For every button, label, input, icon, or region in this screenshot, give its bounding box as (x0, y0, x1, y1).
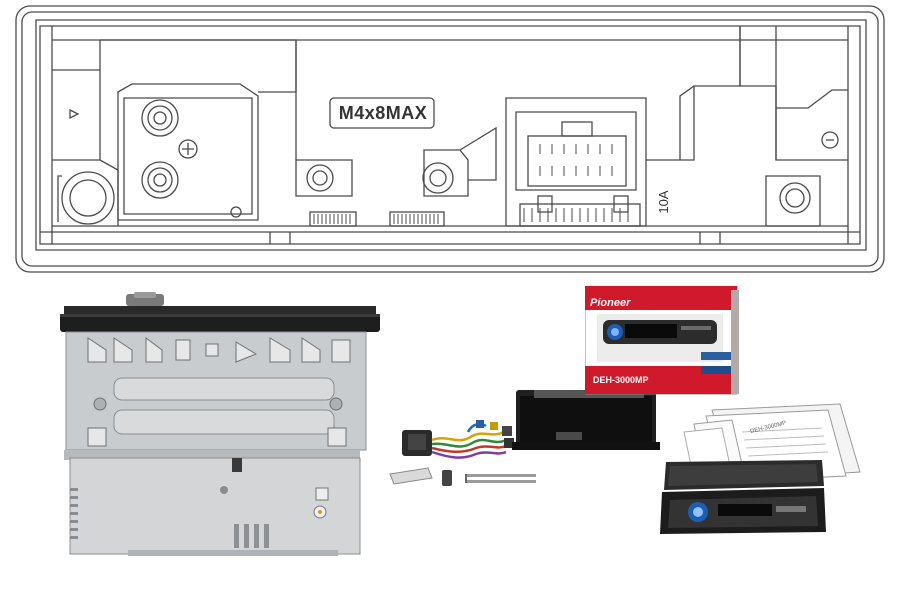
label-plate (329, 97, 435, 129)
diagram-outer-frame (15, 5, 885, 273)
rear-panel-diagram (15, 5, 885, 273)
screw-boss-left (306, 164, 334, 192)
rca-panel (117, 83, 259, 221)
rear-heatsink-block (69, 457, 361, 555)
ground-screw (178, 139, 198, 159)
fuse-rating-label: 10A (656, 190, 671, 214)
connector-comb-right (389, 211, 445, 227)
head-unit-photo (512, 390, 660, 450)
wiring-harness-photo (389, 420, 536, 486)
mounting-bracket (389, 467, 433, 485)
faceplate-case-photo (660, 460, 826, 534)
rca-jack-upper (141, 99, 179, 137)
chassis-lock-icon (821, 131, 839, 149)
box-model-text: DEH-3000MP (593, 375, 649, 385)
antenna-socket (61, 171, 115, 225)
screw-spec-label: M4x8MAX (338, 103, 428, 123)
rubber-bush (442, 470, 452, 486)
removal-key (466, 474, 536, 477)
screw-boss-right (779, 182, 811, 214)
screw-boss-center (422, 162, 454, 194)
box-brand-text: Pioneer (590, 297, 631, 309)
rca-jack-lower (141, 161, 179, 199)
retail-box (585, 286, 741, 398)
connector-comb-left (309, 211, 357, 227)
iso-connector (505, 97, 647, 227)
faceplate-edge (60, 314, 380, 332)
chassis-rear-photo (60, 292, 380, 556)
